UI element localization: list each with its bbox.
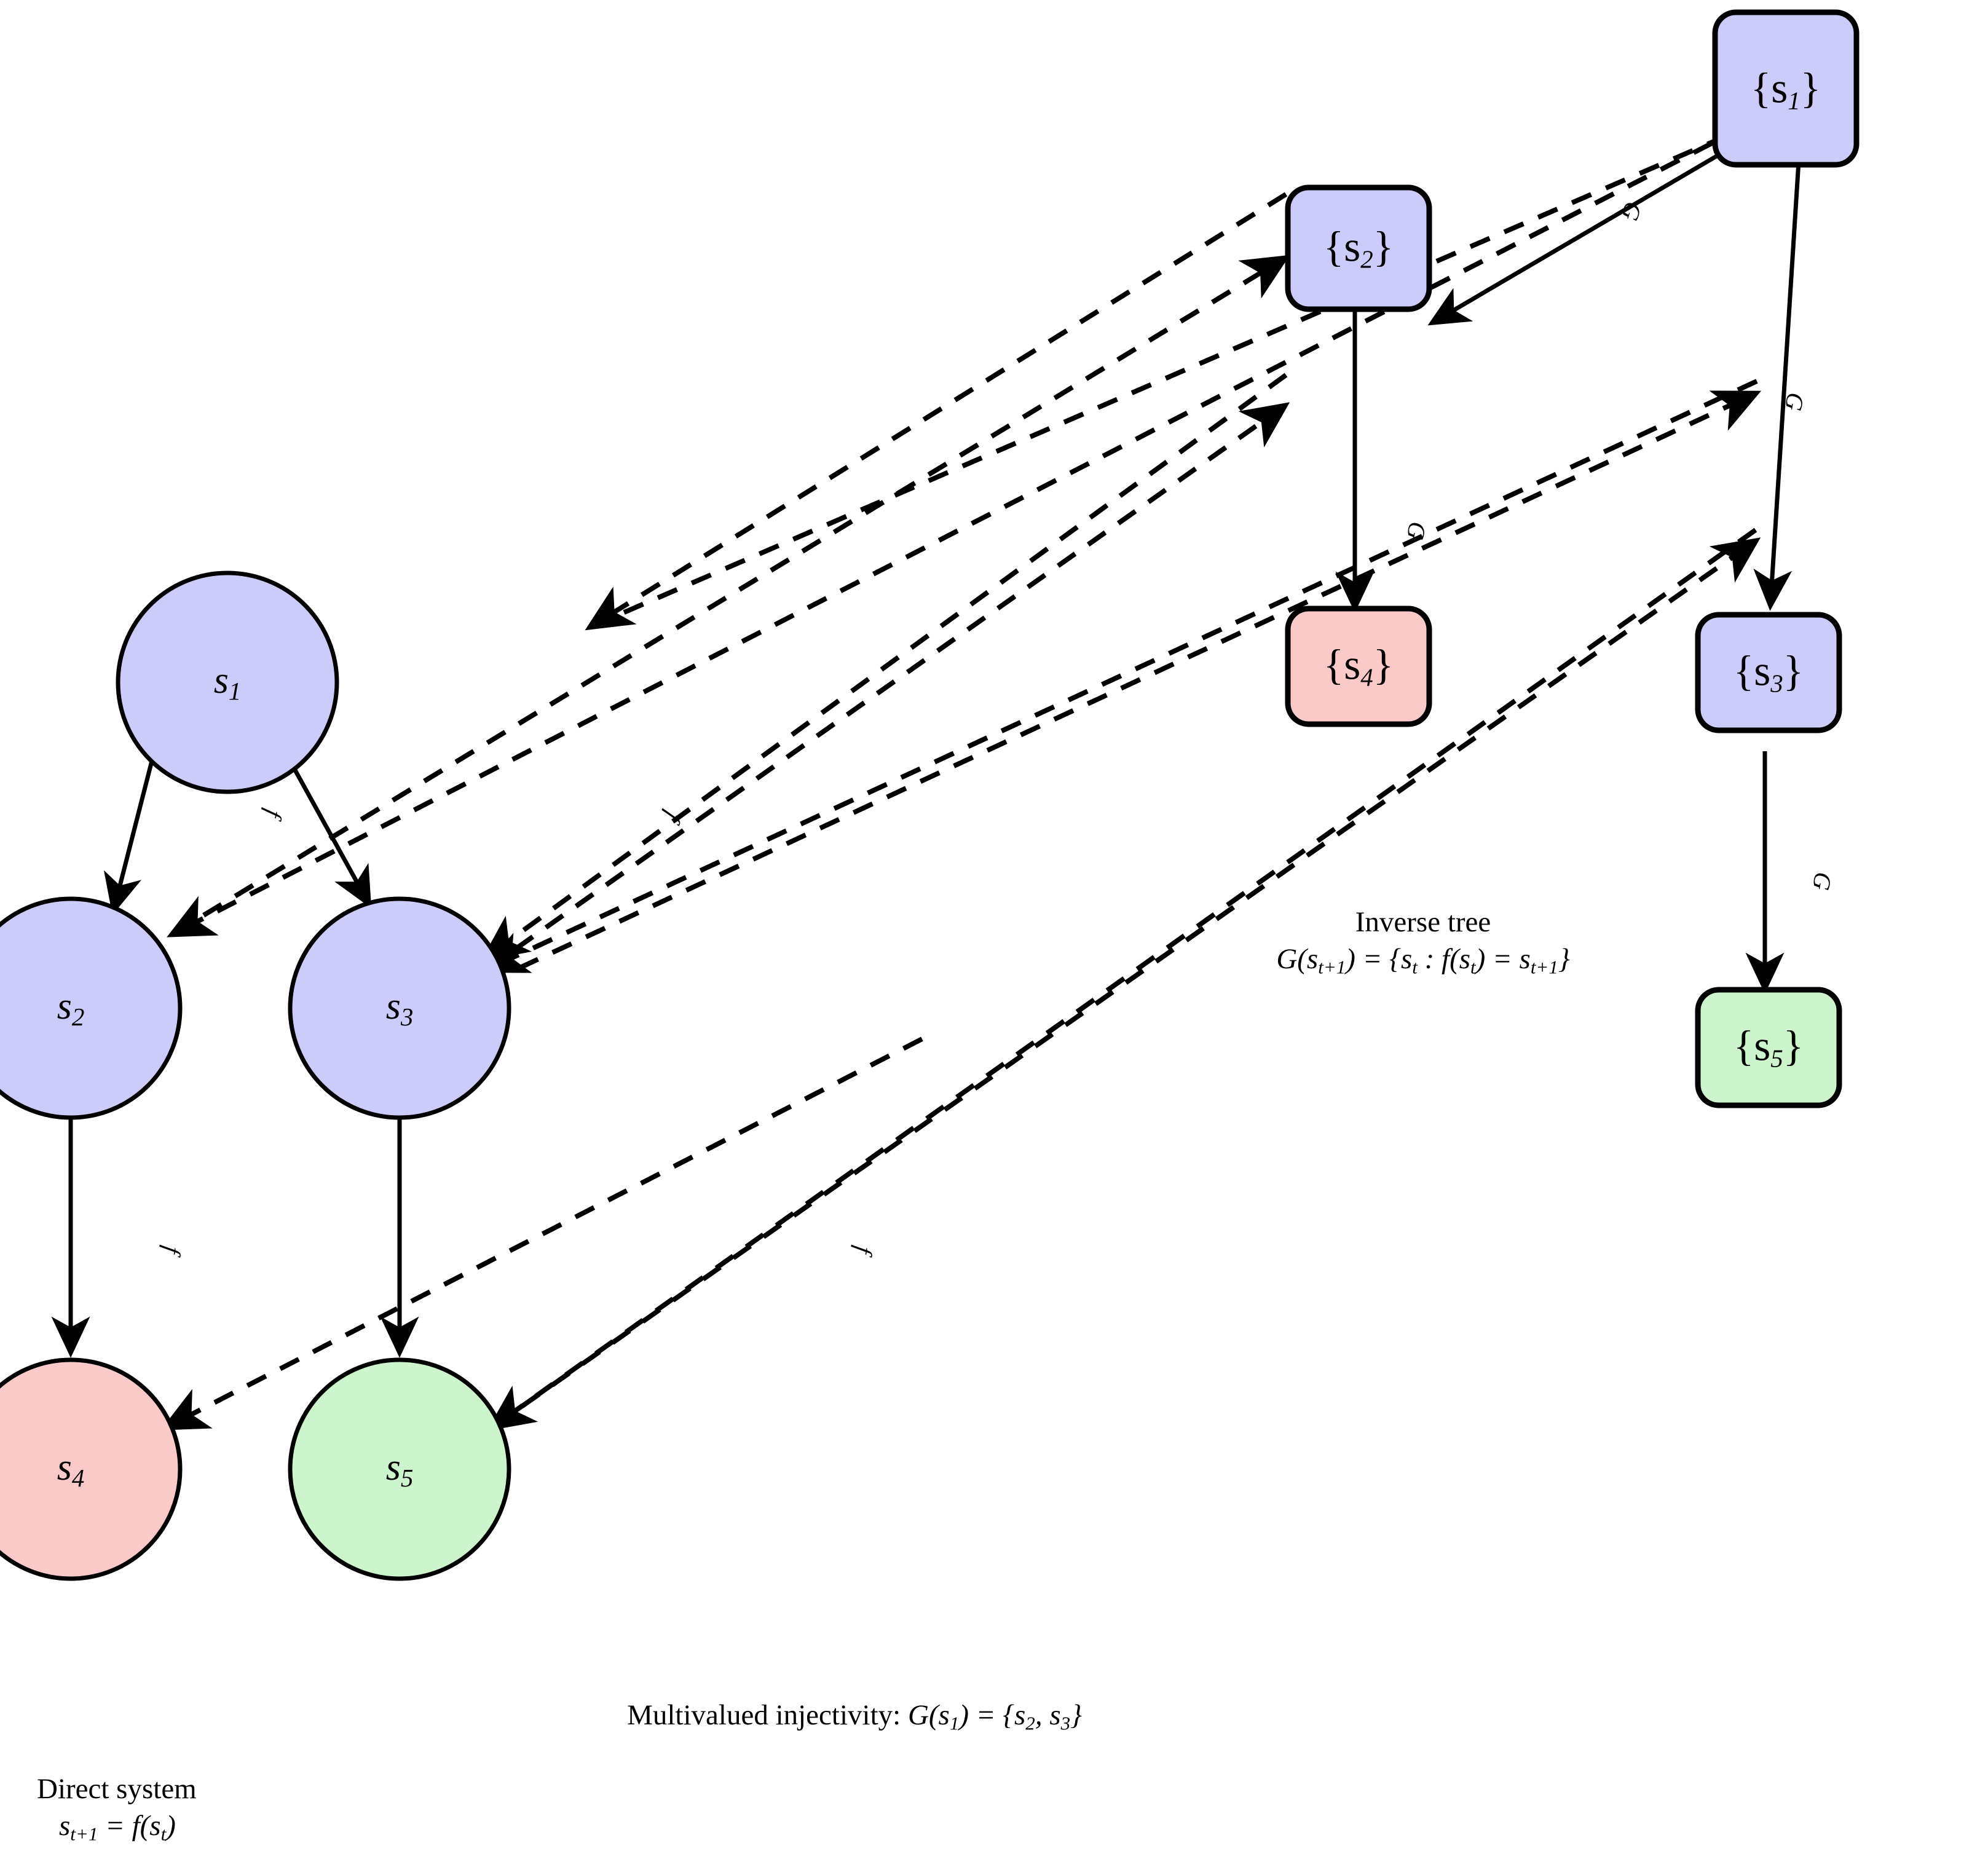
inverse-tree-caption: Inverse tree G(st+1) = {st : f(st) = st+…	[1276, 904, 1569, 980]
edge-S1-S3	[1753, 122, 1804, 611]
inverse-tree-caption-line1: Inverse tree	[1355, 906, 1491, 938]
node-circle-s3[interactable]	[288, 896, 511, 1120]
dashed-edge-S3-to-s3	[479, 379, 1758, 973]
direct-system-caption-line1: Direct system	[37, 1773, 197, 1805]
caption-prefix: Multivalued injectivity:	[627, 1699, 908, 1731]
caption-formula: G(s1) = {s2, s3}	[907, 1699, 1082, 1734]
inverse-tree-nodes	[1285, 9, 1860, 1108]
dashed-edge-S2-to-s1	[585, 192, 1288, 631]
dashed-edge-to-S4	[484, 402, 1290, 973]
node-box-S4[interactable]	[1285, 606, 1432, 727]
node-circle-s2[interactable]	[0, 896, 183, 1120]
node-box-S5[interactable]	[1695, 987, 1842, 1108]
dashed-edge-S1-to-s2	[167, 107, 1779, 937]
dashed-edge-to-S3	[484, 390, 1762, 986]
node-circle-s4[interactable]	[0, 1357, 183, 1581]
edge-s1-s3	[288, 761, 372, 909]
multivalued-injectivity-caption: Multivalued injectivity: G(s1) = {s2, s3…	[627, 1697, 1082, 1735]
dashed-edge-S4-to-s3	[480, 373, 1288, 961]
direct-system-nodes	[0, 570, 511, 1581]
edge-s1-s2	[103, 756, 156, 915]
node-box-S3[interactable]	[1695, 612, 1842, 733]
correspondence-edges	[160, 107, 1779, 1431]
node-circle-s5[interactable]	[288, 1357, 511, 1581]
correspondence-edges-reverse	[170, 110, 1783, 1430]
node-box-S2[interactable]	[1285, 184, 1432, 312]
direct-system-caption-formula: st+1 = f(st)	[59, 1810, 176, 1845]
dashed-edge-S4-to-s4	[160, 1036, 923, 1431]
dashed-edge-to-S1	[589, 110, 1783, 630]
direct-system-edges	[51, 756, 419, 1358]
inverse-tree-caption-formula: G(st+1) = {st : f(st) = st+1}	[1276, 943, 1570, 978]
direct-system-caption: Direct system st+1 = f(st)	[37, 1770, 197, 1847]
node-circle-s1[interactable]	[116, 570, 339, 794]
dashed-edge-to-S2	[170, 255, 1290, 937]
node-box-S1[interactable]	[1712, 9, 1860, 168]
